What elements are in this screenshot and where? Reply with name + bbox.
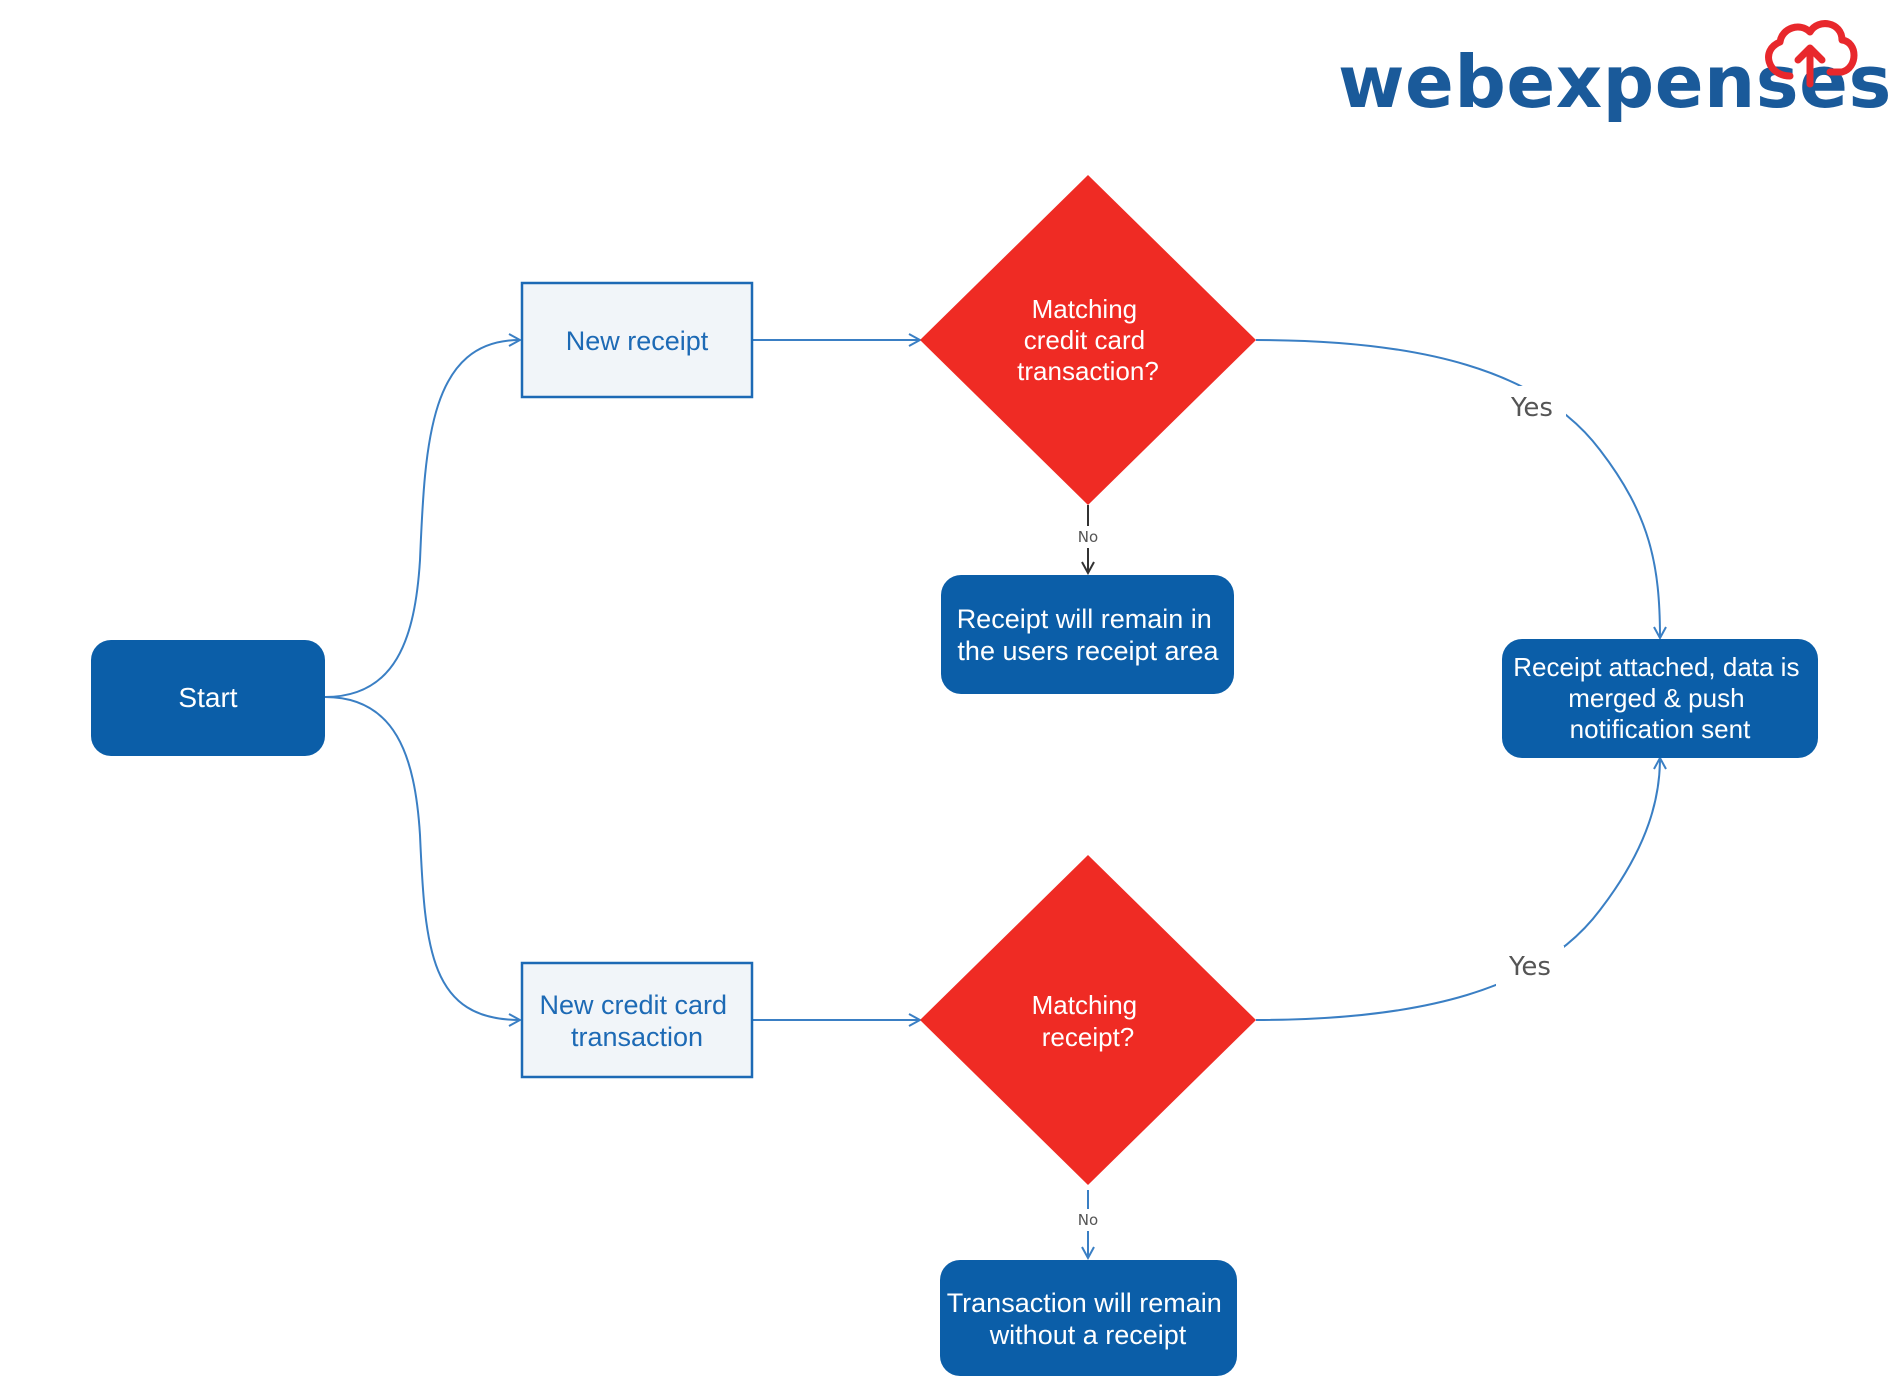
connector-start-to-receipt	[324, 340, 520, 698]
node-receipt-remain-label: Receipt will remain in the users receipt…	[957, 604, 1220, 666]
node-new-receipt-label: New receipt	[566, 326, 709, 356]
node-new-receipt: New receipt	[520, 281, 754, 399]
node-new-transaction-label: New credit card transaction	[539, 990, 734, 1052]
node-start-label: Start	[178, 682, 237, 713]
brand-logo: webexpenses	[1338, 20, 1891, 124]
connector-start-to-transaction	[324, 696, 520, 1020]
node-decision-receipt: Matching receipt?	[920, 855, 1256, 1185]
edge-labels: Yes Yes No No	[1072, 386, 1566, 1231]
node-new-transaction: New credit card transaction	[520, 961, 754, 1079]
node-receipt-remain: Receipt will remain in the users receipt…	[941, 575, 1234, 694]
edge-label-yes-bottom: Yes	[1508, 952, 1551, 982]
node-decision-card-label: Matching credit card transaction?	[1017, 294, 1159, 386]
connectors	[324, 339, 1660, 1258]
connector-yes-top	[1255, 339, 1660, 638]
node-transaction-remain: Transaction will remain without a receip…	[940, 1260, 1237, 1376]
node-attached: Receipt attached, data is merged & push …	[1502, 639, 1818, 758]
node-transaction-remain-label: Transaction will remain without a receip…	[947, 1288, 1230, 1350]
node-decision-receipt-label: Matching receipt?	[1032, 990, 1145, 1052]
node-decision-card: Matching credit card transaction?	[920, 175, 1256, 505]
connector-yes-bottom	[1255, 758, 1660, 1021]
node-attached-label: Receipt attached, data is merged & push …	[1513, 652, 1806, 744]
edge-label-no-bottom: No	[1078, 1211, 1098, 1229]
edge-label-yes-top: Yes	[1510, 393, 1553, 423]
cloud-upload-icon	[1765, 20, 1858, 88]
node-start: Start	[91, 640, 325, 756]
edge-label-no-top: No	[1078, 528, 1098, 546]
